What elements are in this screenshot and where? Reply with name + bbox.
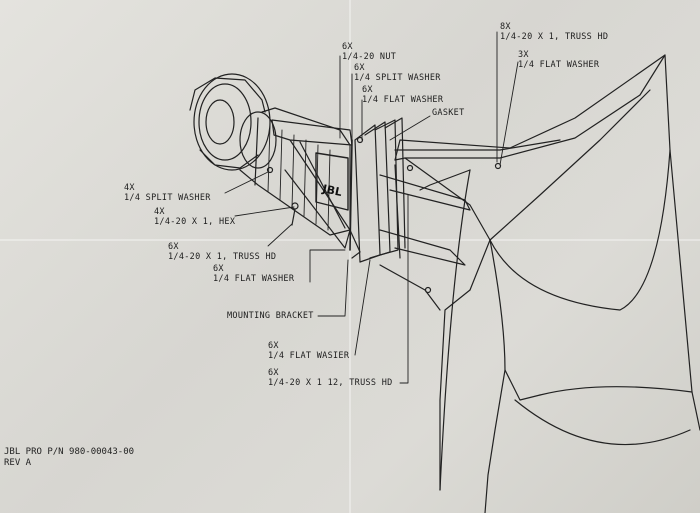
callout-split-washer-left: 4X 1/4 SPLIT WASHER [124, 183, 211, 203]
callout-flat-washer-lower: 6X 1/4 FLAT WASIER [268, 341, 350, 361]
callout-hex-bolt: 4X 1/4-20 X 1, HEX [154, 207, 236, 227]
callout-truss-hd-top: 8X 1/4-20 X 1, TRUSS HD [500, 22, 609, 42]
callout-mounting-bracket: MOUNTING BRACKET [227, 311, 314, 321]
driver-badge: JBL [320, 182, 343, 199]
revision: REV A [4, 458, 32, 468]
callout-flat-washer-top: 6X 1/4 FLAT WASHER [362, 85, 444, 105]
fold-crease-vertical [349, 0, 351, 513]
callout-flat-washer-bracket: 6X 1/4 FLAT WASHER [213, 264, 295, 284]
horn-flare [379, 54, 700, 513]
callout-split-washer-top: 6X 1/4 SPLIT WASHER [354, 63, 441, 83]
callout-flat-washer-horn: 3X 1/4 FLAT WASHER [518, 50, 600, 70]
leader-lines [224, 31, 519, 384]
callout-truss-hd-bracket: 6X 1/4-20 X 1, TRUSS HD [168, 242, 277, 262]
mounting-bracket [271, 119, 561, 259]
callout-nut: 6X 1/4-20 NUT [342, 42, 397, 62]
title-block: JBL PRO P/N 980-00043-00 REV A [4, 447, 134, 469]
part-number: JBL PRO P/N 980-00043-00 [4, 447, 135, 457]
hardware [266, 136, 502, 294]
callout-gasket: GASKET [432, 108, 465, 118]
callout-truss-hd-lower: 6X 1/4-20 X 1 12, TRUSS HD [268, 368, 393, 388]
compression-driver [189, 73, 351, 236]
